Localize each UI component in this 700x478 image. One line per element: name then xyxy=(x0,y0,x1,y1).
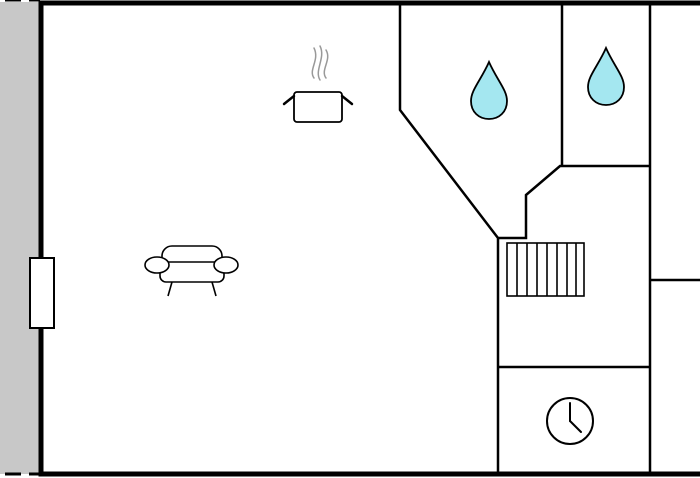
wall-bathroom-diagonal xyxy=(398,3,500,474)
outer-wall xyxy=(38,0,700,477)
west-window xyxy=(29,257,55,329)
exterior-strip xyxy=(0,2,40,474)
stairs-icon xyxy=(506,242,585,297)
water-drop-icon xyxy=(470,59,508,120)
clock-icon xyxy=(546,397,594,445)
wall-bathroom-notch xyxy=(498,164,650,240)
interior-walls xyxy=(398,3,700,474)
cooking-pot-icon xyxy=(282,45,354,123)
sofa-icon xyxy=(144,245,239,297)
water-drop-icon xyxy=(587,45,625,106)
